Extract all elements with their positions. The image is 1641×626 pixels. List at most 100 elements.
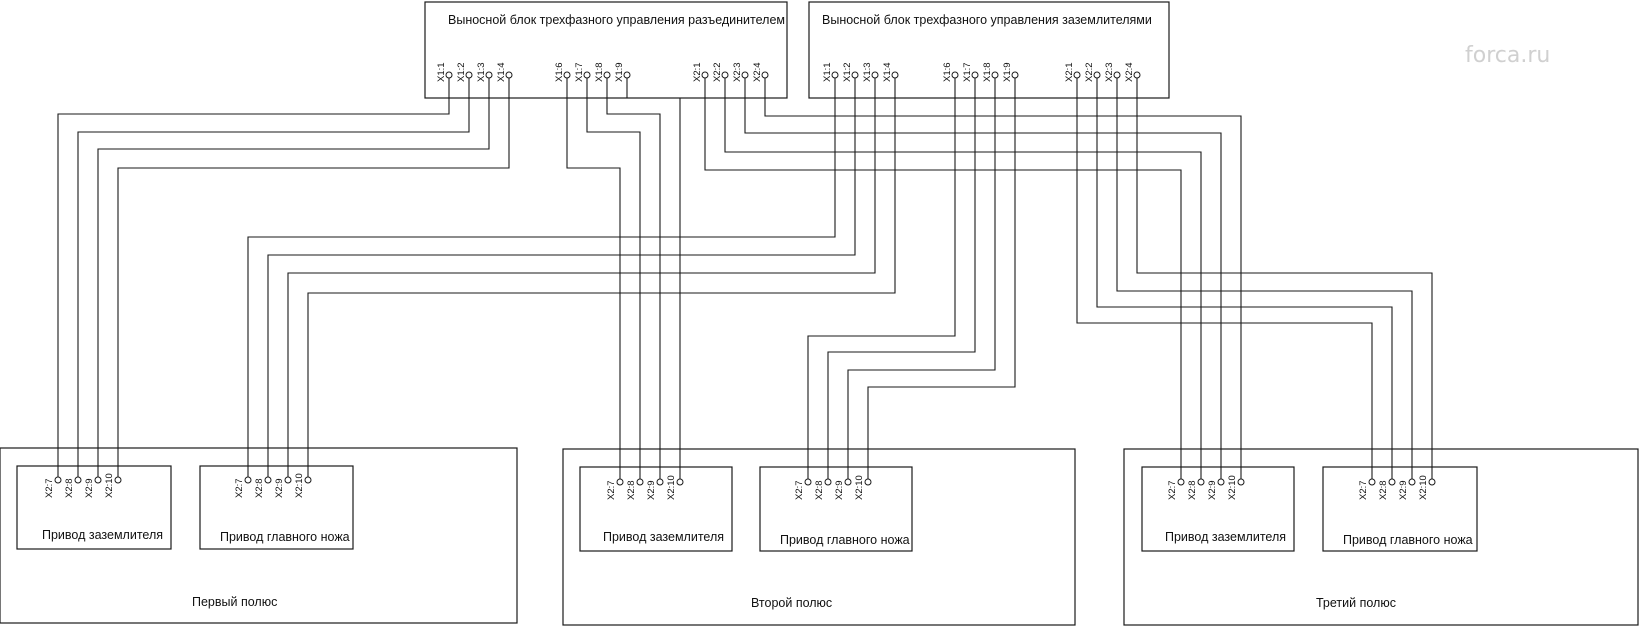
drive-pin-label: X2:7 <box>44 478 55 498</box>
earthing-terminal-pin <box>971 71 979 79</box>
control-wire <box>97 78 490 477</box>
drive-terminal-pin <box>616 478 624 486</box>
control-wire <box>827 78 976 479</box>
pole-1-earthing-drive-frame <box>16 465 172 550</box>
control-wire <box>57 78 450 477</box>
earthing-terminal-pin <box>831 71 839 79</box>
control-wire <box>1096 78 1393 479</box>
earthing-terminal-pin <box>1073 71 1081 79</box>
control-wire <box>287 78 876 477</box>
drive-pin-label: X2:7 <box>1167 480 1178 500</box>
drive-terminal-pin <box>844 478 852 486</box>
earthing-terminal-pin <box>991 71 999 79</box>
pole-1-main-blade-drive-frame <box>199 465 354 550</box>
disconnector-terminal-pin <box>741 71 749 79</box>
disconnector-terminal-pin <box>761 71 769 79</box>
drive-terminal-pin <box>114 476 122 484</box>
disconnector-terminal-pin <box>485 71 493 79</box>
earthing-pin-label: X1:4 <box>882 62 893 82</box>
earthing-terminal-pin <box>1113 71 1121 79</box>
drive-pin-label: X2:9 <box>834 480 845 500</box>
earthing-pin-label: X1:8 <box>982 62 993 82</box>
control-wire <box>626 78 681 479</box>
earthing-block-title: Выносной блок трехфазного управления заз… <box>822 13 1152 27</box>
disconnector-terminal-pin <box>701 71 709 79</box>
control-wire <box>606 78 661 479</box>
drive-terminal-pin <box>656 478 664 486</box>
control-wire <box>267 78 856 477</box>
drive-pin-label: X2:7 <box>606 480 617 500</box>
pole-1-title: Первый полюс <box>192 595 277 609</box>
disconnector-pin-label: X2:1 <box>692 62 703 82</box>
earthing-terminal-pin <box>951 71 959 79</box>
control-wire <box>807 78 956 479</box>
pole-3-earthing-drive-title: Привод заземлителя <box>1165 530 1286 544</box>
pole-2-frame <box>562 448 1076 626</box>
control-wire <box>1136 78 1433 479</box>
earthing-terminal-pin <box>1133 71 1141 79</box>
drive-pin-label: X2:10 <box>104 473 115 498</box>
disconnector-pin-label: X1:2 <box>456 62 467 82</box>
drive-terminal-pin <box>804 478 812 486</box>
earthing-terminal-pin <box>891 71 899 79</box>
pole-2: Второй полюс Привод заземлителя Привод г… <box>562 448 1076 626</box>
pole-3: Третий полюс Привод заземлителя Привод г… <box>1123 448 1639 626</box>
pole-1-main-blade-drive-title: Привод главного ножа <box>220 530 350 544</box>
control-wire <box>1116 78 1413 479</box>
control-wire <box>704 78 1182 479</box>
disconnector-terminal-pin <box>623 71 631 79</box>
control-wire <box>847 78 996 479</box>
drive-terminal-pin <box>864 478 872 486</box>
control-wire <box>307 78 896 477</box>
drive-pin-label: X2:8 <box>1378 480 1389 500</box>
disconnector-terminal-pin <box>563 71 571 79</box>
disconnector-pin-label: X1:6 <box>554 62 565 82</box>
disconnector-pin-label: X2:4 <box>752 62 763 82</box>
control-wire <box>744 78 1222 479</box>
drive-pin-label: X2:8 <box>626 480 637 500</box>
pole-3-title: Третий полюс <box>1316 596 1396 610</box>
drive-pin-label: X2:7 <box>234 478 245 498</box>
pole-3-earthing-drive-frame <box>1141 466 1295 552</box>
control-wire <box>764 78 1242 479</box>
disconnector-pin-label: X2:3 <box>732 62 743 82</box>
pole-2-main-blade-drive-title: Привод главного ножа <box>780 533 910 547</box>
disconnector-pin-label: X1:3 <box>476 62 487 82</box>
control-wire <box>117 78 510 477</box>
earthing-pin-label: X2:1 <box>1064 62 1075 82</box>
drive-pin-label: X2:9 <box>274 478 285 498</box>
drive-pin-label: X2:8 <box>814 480 825 500</box>
disconnector-terminal-pin <box>505 71 513 79</box>
drive-terminal-pin <box>1408 478 1416 486</box>
drive-terminal-pin <box>636 478 644 486</box>
disconnector-control-block: Выносной блок трехфазного управления раз… <box>424 1 788 99</box>
control-wire <box>566 78 621 479</box>
control-wire <box>586 78 641 479</box>
drive-terminal-pin <box>74 476 82 484</box>
pole-2-earthing-drive-title: Привод заземлителя <box>603 530 724 544</box>
control-wire <box>77 78 470 477</box>
drive-terminal-pin <box>824 478 832 486</box>
earthing-terminal-pin <box>851 71 859 79</box>
drive-pin-label: X2:9 <box>1207 480 1218 500</box>
drive-terminal-pin <box>1197 478 1205 486</box>
drive-pin-label: X2:9 <box>646 480 657 500</box>
disconnector-terminal-pin <box>721 71 729 79</box>
pole-2-title: Второй полюс <box>751 596 832 610</box>
disconnector-terminal-pin <box>603 71 611 79</box>
disconnector-terminal-pin <box>583 71 591 79</box>
earthing-pin-label: X1:2 <box>842 62 853 82</box>
drive-terminal-pin <box>304 476 312 484</box>
disconnector-pin-label: X1:7 <box>574 62 585 82</box>
control-wire <box>247 78 836 477</box>
drive-terminal-pin <box>264 476 272 484</box>
drive-pin-label: X2:9 <box>1398 480 1409 500</box>
wire-group <box>57 78 1433 479</box>
control-wire <box>867 78 1016 479</box>
earthing-terminal-pin <box>1093 71 1101 79</box>
earthing-terminal-pin <box>1011 71 1019 79</box>
